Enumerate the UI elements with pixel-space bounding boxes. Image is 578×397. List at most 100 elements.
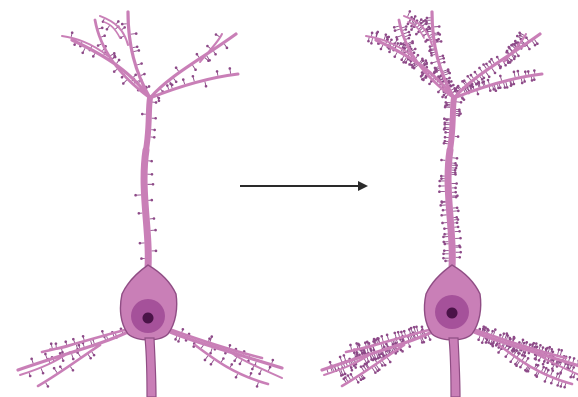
spine-head xyxy=(442,257,445,260)
spine-head xyxy=(506,86,509,89)
spine-head xyxy=(427,25,430,28)
spine-head xyxy=(458,244,461,247)
spine-head xyxy=(272,359,275,362)
spine-head xyxy=(235,376,238,379)
spine-head xyxy=(454,89,457,92)
spine-head xyxy=(437,91,440,94)
spine-head xyxy=(210,363,213,366)
spine-head xyxy=(30,358,33,361)
spine-head xyxy=(386,334,389,337)
spine-head xyxy=(155,250,158,253)
spine-head xyxy=(92,55,95,58)
spine-head xyxy=(143,73,146,76)
spine-head xyxy=(376,370,379,373)
spine-head xyxy=(349,344,352,347)
dendrite-branch xyxy=(144,150,148,268)
spine-head xyxy=(376,32,379,35)
spine-head xyxy=(477,338,480,341)
spine-head xyxy=(372,359,375,362)
spine-head xyxy=(140,62,143,65)
spine-head xyxy=(459,112,462,115)
spine-head xyxy=(523,351,526,354)
spine-head xyxy=(523,80,526,83)
spine-head xyxy=(121,23,124,26)
spine-head xyxy=(442,54,445,57)
spine-head xyxy=(447,68,450,71)
spine-head xyxy=(457,210,460,213)
spine-head xyxy=(491,345,494,348)
spine-head xyxy=(527,357,530,360)
spine-head xyxy=(440,159,443,162)
spine-head xyxy=(532,342,535,345)
spine-head xyxy=(438,180,441,183)
spine-head xyxy=(444,136,447,139)
spine-head xyxy=(403,43,406,46)
spine-head xyxy=(251,368,254,371)
spine-head xyxy=(400,58,403,61)
spine-head xyxy=(214,53,217,56)
spine-head xyxy=(504,355,507,358)
spine-head xyxy=(527,370,530,373)
spine-head xyxy=(460,101,463,104)
spine-head xyxy=(233,360,236,363)
spine-head xyxy=(153,136,156,139)
spine-head xyxy=(572,376,575,379)
spine-head xyxy=(504,64,507,67)
spine-head xyxy=(59,365,62,368)
spine-head xyxy=(371,32,374,35)
spine-head xyxy=(517,55,520,58)
spine-head xyxy=(496,56,499,59)
spine-head xyxy=(343,354,346,357)
spine-head xyxy=(166,84,169,87)
dendrite-branch xyxy=(450,98,454,150)
spine-head xyxy=(250,372,253,375)
spine-head xyxy=(44,353,47,356)
spine-head xyxy=(370,42,373,45)
spine-head xyxy=(424,40,427,43)
spine-head xyxy=(207,59,210,62)
spine-head xyxy=(550,348,553,351)
spine-head xyxy=(360,365,363,368)
spine-head xyxy=(405,25,408,28)
spine-head xyxy=(182,78,185,81)
dendrite-branch xyxy=(100,16,128,45)
spine-head xyxy=(533,78,536,81)
spine-head xyxy=(393,55,396,58)
spine-head xyxy=(563,386,566,389)
spine-head xyxy=(380,335,383,338)
spine-head xyxy=(542,346,545,349)
spine-head xyxy=(458,230,461,233)
spine-head xyxy=(522,339,525,342)
spine-head xyxy=(456,221,459,224)
spine-head xyxy=(210,335,213,338)
spine-head xyxy=(361,352,364,355)
spine-head xyxy=(558,348,561,351)
spine-head xyxy=(256,385,259,388)
spine-head xyxy=(503,332,506,335)
spine-head xyxy=(454,162,457,165)
spine-head xyxy=(408,345,411,348)
spine-head xyxy=(485,341,488,344)
spine-head xyxy=(443,249,446,252)
spine-head xyxy=(444,126,447,129)
spine-head xyxy=(378,353,381,356)
spine-head xyxy=(497,351,500,354)
spine-head xyxy=(61,351,64,354)
spine-head xyxy=(154,229,157,232)
spine-head xyxy=(490,58,493,61)
spine-head xyxy=(196,53,199,56)
spine-head xyxy=(513,58,516,61)
spine-head xyxy=(192,75,195,78)
spine-head xyxy=(420,75,423,78)
spine-head xyxy=(403,330,406,333)
nucleolus xyxy=(143,313,154,324)
spine-head xyxy=(521,82,524,85)
spine-head xyxy=(508,47,511,50)
axon xyxy=(449,338,460,397)
spine-head xyxy=(504,86,507,89)
dendrite-branch xyxy=(172,330,262,358)
spine-head xyxy=(442,236,445,239)
spine-head xyxy=(362,365,365,368)
spine-head xyxy=(440,214,443,217)
